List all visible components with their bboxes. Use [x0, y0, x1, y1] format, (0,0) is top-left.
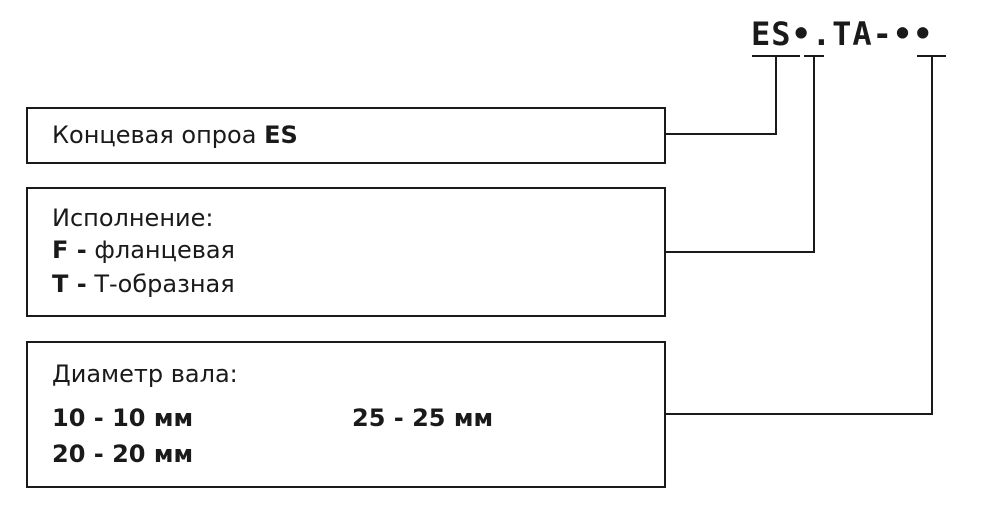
- diameter-title: Диаметр вала:: [52, 360, 238, 388]
- end-support-code: ES: [264, 121, 298, 149]
- option-t-label: Т-образная: [86, 270, 235, 298]
- execution-option-f: F - фланцевая: [52, 235, 235, 265]
- box-end-support: Концевая опроа ES: [26, 107, 666, 164]
- leader-execution: [666, 56, 815, 253]
- end-support-text: Концевая опроа: [52, 121, 265, 149]
- execution-title: Исполнение:: [52, 204, 214, 232]
- code-middle: .TA-: [811, 15, 893, 53]
- leader-es: [666, 56, 777, 135]
- leader-diameter: [666, 56, 933, 415]
- code-slot-diameter: ••: [892, 15, 934, 53]
- execution-option-t: T - Т-образная: [52, 269, 235, 299]
- option-f-label: фланцевая: [86, 236, 235, 264]
- diameter-option-25: 25 - 25 мм: [352, 404, 494, 432]
- product-code: ES•.TA-••: [751, 14, 933, 54]
- code-slot-execution: •: [791, 15, 812, 53]
- box-execution: Исполнение: F - фланцевая T - Т-образная: [26, 187, 666, 317]
- option-t-key: T -: [52, 270, 87, 298]
- box-shaft-diameter: Диаметр вала: 10 - 10 мм 20 - 20 мм 25 -…: [26, 341, 666, 488]
- code-prefix: ES: [751, 15, 792, 53]
- option-f-key: F -: [52, 236, 87, 264]
- diameter-option-20: 20 - 20 мм: [52, 440, 194, 468]
- diameter-option-10: 10 - 10 мм: [52, 404, 194, 432]
- end-support-label: Концевая опроа ES: [52, 120, 298, 150]
